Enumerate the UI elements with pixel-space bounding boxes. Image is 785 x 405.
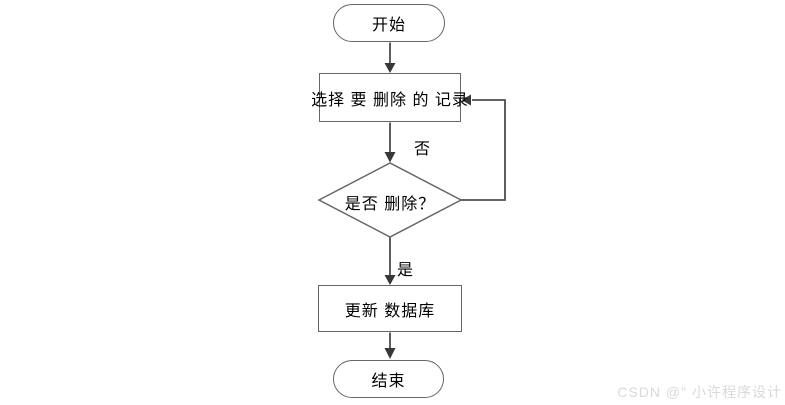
arrow-select-to-decision [384, 122, 396, 163]
node-start-label: 开始 [371, 17, 406, 34]
arrow-start-to-select [384, 42, 396, 73]
node-end: 结束 [333, 360, 444, 398]
node-select-records: 选择 要 删除 的 记录 [311, 73, 468, 122]
node-select-records-label: 选择 要 删除 的 记录 [311, 91, 469, 109]
node-end-label: 结束 [371, 373, 406, 390]
arrow-decision-no-loop [461, 94, 506, 201]
node-start: 开始 [333, 4, 445, 42]
arrow-update-to-end [384, 332, 396, 359]
edge-label-yes: 是 [397, 262, 414, 279]
node-update-database: 更新 数据库 [318, 285, 462, 332]
csdn-watermark: CSDN @" 小许程序设计 [617, 384, 782, 400]
edge-label-no: 否 [414, 141, 431, 158]
node-update-database-label: 更新 数据库 [344, 302, 436, 320]
node-decision-label: 是否 删除？ [344, 196, 436, 213]
arrow-decision-yes-to-update [384, 237, 396, 285]
